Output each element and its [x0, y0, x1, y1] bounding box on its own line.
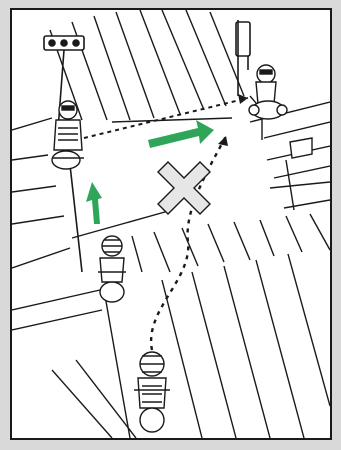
- traffic-light-icon: [236, 20, 250, 96]
- green-arrow-icon: [148, 120, 214, 148]
- crosswalk-top: [50, 10, 244, 120]
- crosswalk-bottom: [132, 214, 330, 272]
- signal-pole: [70, 165, 82, 272]
- motorcyclist-icon: [98, 236, 126, 302]
- green-arrow-icon: [86, 182, 102, 224]
- road-bottom: [12, 254, 330, 438]
- motorcyclist-icon: [249, 65, 287, 119]
- illustration-frame: [10, 8, 332, 440]
- intersection-illustration: [12, 10, 330, 438]
- motorcyclist-icon: [134, 352, 170, 432]
- x-mark-icon: [158, 162, 210, 214]
